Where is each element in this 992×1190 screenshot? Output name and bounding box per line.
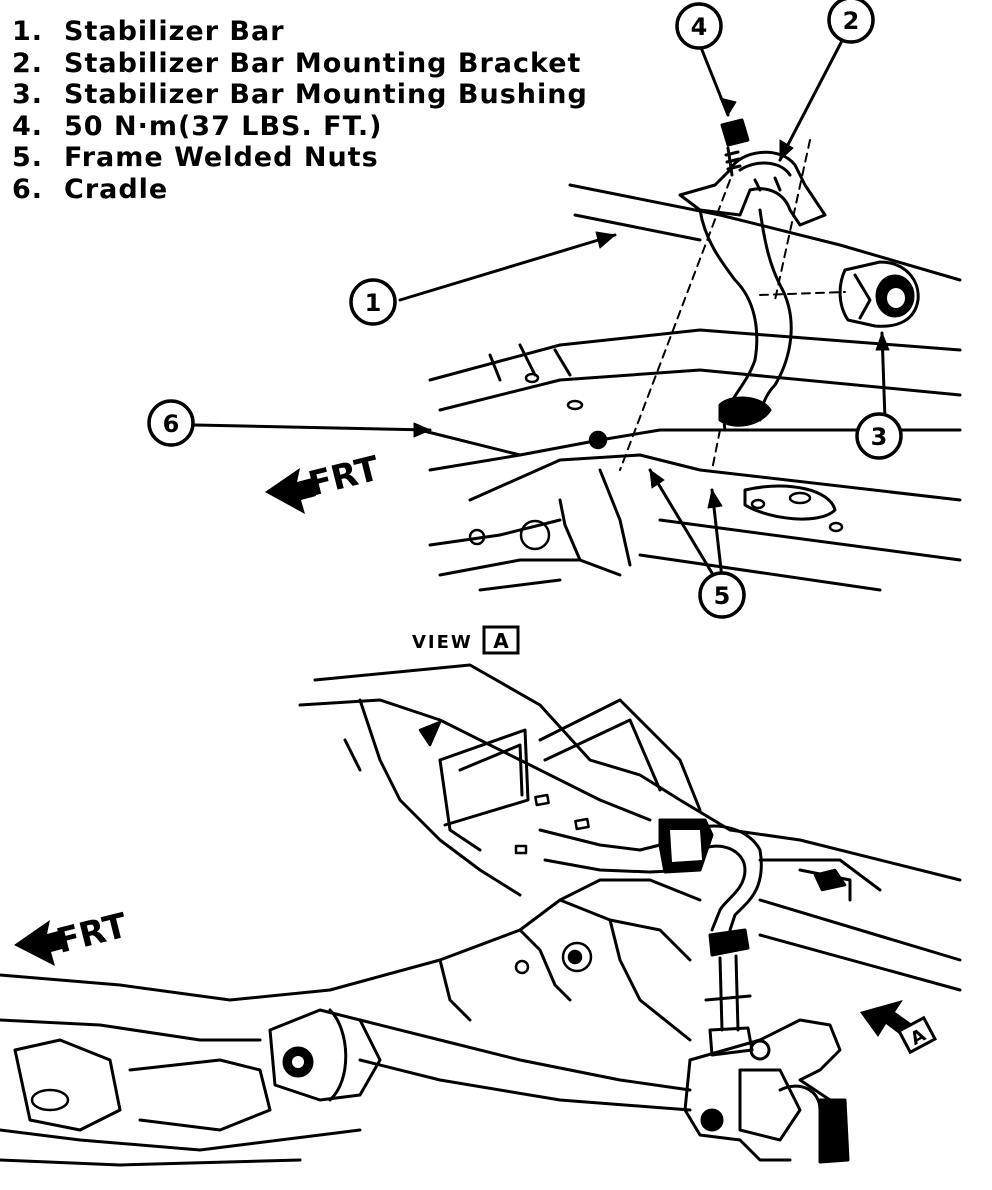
view-a-label: VIEW A (412, 625, 520, 655)
legend-number: 6. (12, 173, 44, 205)
callout-1: 1 (349, 278, 397, 326)
legend-text: Stabilizer Bar Mounting Bushing (64, 79, 588, 110)
front-label: FRT (53, 906, 132, 962)
callout-5: 5 (698, 571, 746, 619)
callout-4: 4 (675, 2, 723, 50)
legend-number: 3. (12, 79, 44, 110)
legend-number: 5. (12, 142, 44, 173)
legend-item-3: 3. Stabilizer Bar Mounting Bushing (12, 79, 588, 111)
view-arrow-icon (860, 1000, 912, 1037)
legend-item-6: 6. Cradle (12, 174, 588, 206)
callout-number: 2 (843, 7, 860, 35)
steering-knuckle (683, 1018, 850, 1164)
stabilizer-link (704, 928, 754, 1057)
legend-text: Stabilizer Bar (64, 16, 285, 47)
front-arrow-icon (265, 468, 316, 514)
frame-rail (298, 663, 962, 992)
cradle-holes (468, 372, 844, 551)
front-direction-lower: FRT (14, 906, 132, 966)
callout-number: 5 (714, 582, 731, 610)
legend-item-1: 1. Stabilizer Bar (12, 16, 588, 48)
legend-number: 1. (12, 16, 44, 47)
legend-text: Stabilizer Bar Mounting Bracket (64, 47, 582, 79)
legend-text: Cradle (64, 173, 169, 205)
callout-number: 6 (163, 410, 180, 438)
legend-item-2: 2. Stabilizer Bar Mounting Bracket (12, 48, 588, 80)
callout-number: 1 (365, 289, 382, 317)
callout-number: 4 (691, 13, 708, 41)
front-direction-upper: FRT (265, 449, 384, 514)
frame-holes (418, 720, 847, 892)
front-arrow-icon (14, 920, 66, 966)
stabilizer-bar-upper (698, 208, 793, 432)
bracket-bolt (720, 118, 750, 177)
control-arm-bushing (268, 1008, 382, 1102)
legend-item-5: 5. Frame Welded Nuts (12, 142, 588, 174)
legend-text: Frame Welded Nuts (64, 142, 379, 173)
callout-number: 3 (871, 423, 888, 451)
legend-text: 50 N·m(37 LBS. FT.) (64, 110, 383, 142)
parts-legend: 1. Stabilizer Bar 2. Stabilizer Bar Mounti… (12, 16, 588, 205)
callout-2: 2 (827, 0, 875, 44)
front-label: FRT (305, 449, 384, 505)
cradle-outline (418, 183, 962, 592)
legend-number: 2. (12, 47, 44, 79)
callout-leaders (193, 33, 887, 580)
mounting-bushing (838, 260, 920, 328)
view-label: VIEW (412, 632, 473, 653)
lower-control-arm (0, 878, 702, 1167)
legend-number: 4. (12, 110, 44, 142)
view-direction-marker: A (860, 1000, 938, 1055)
stabilizer-bar-installed (538, 818, 763, 932)
callout-6: 6 (147, 399, 195, 447)
callout-3: 3 (855, 412, 903, 460)
assembly-guide-lines (619, 139, 846, 471)
view-letter: A (493, 629, 509, 653)
callout-arrowheads (413, 97, 890, 509)
control-arm-holes (30, 941, 593, 1112)
callouts: 1 2 3 4 5 6 (147, 0, 903, 619)
legend-item-4: 4. 50 N·m(37 LBS. FT.) (12, 111, 588, 143)
